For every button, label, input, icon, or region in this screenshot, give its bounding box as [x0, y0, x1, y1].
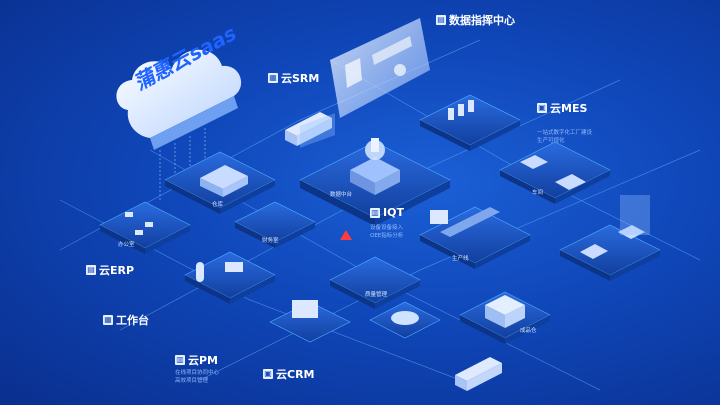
iqt-icon: ▥ — [370, 207, 380, 218]
platforms — [99, 94, 661, 344]
module-erp[interactable]: ▤云ERP — [86, 264, 135, 277]
module-srm[interactable]: ▦云SRM — [268, 72, 320, 85]
crm-icon: ▣ — [263, 369, 273, 379]
zone-production: 生产线 — [452, 256, 469, 262]
zone-factory: 车间 — [532, 190, 544, 196]
module-iqt[interactable]: ▥IQT 设备设备接入 OEE指标分析 — [370, 206, 404, 239]
pm-icon: ▥ — [175, 355, 185, 365]
platform-production — [419, 206, 531, 269]
mes-icon: ▣ — [537, 103, 547, 113]
zone-finance: 财务室 — [262, 238, 279, 244]
platform-quality — [329, 256, 421, 309]
srm-icon: ▦ — [268, 73, 278, 83]
module-crm[interactable]: ▣云CRM — [263, 368, 315, 381]
platform-finished — [459, 291, 551, 344]
truck-bottom — [455, 357, 502, 391]
glass-panel-b — [620, 195, 650, 235]
zone-warehouse: 仓库 — [212, 202, 224, 208]
zone-finished: 成品仓 — [520, 328, 537, 334]
zone-office: 办公室 — [118, 242, 135, 248]
platform-it-room — [419, 94, 521, 151]
platform-finance — [234, 201, 316, 248]
platform-crm — [269, 300, 351, 343]
data-center-icon: ▤ — [436, 15, 446, 25]
truck-top — [285, 112, 332, 146]
data-center-panel — [330, 18, 430, 118]
module-pm[interactable]: ▥云PM 在线项目协同中心 高效项目管理 — [175, 354, 220, 384]
platform-warehouse — [164, 151, 276, 214]
platform-data-hub — [299, 138, 451, 226]
platform-mes — [499, 141, 611, 204]
worktable-icon: ▦ — [103, 315, 113, 325]
module-mes[interactable]: ▣云MES 一站式数字化工厂建设 生产可视化 — [537, 102, 593, 144]
zone-data-platform: 数据中台 — [330, 192, 353, 198]
alert-icon — [340, 230, 352, 240]
module-data-center[interactable]: ▤数据指挥中心 — [436, 14, 515, 27]
zone-quality: 质量管理 — [365, 292, 388, 298]
erp-icon: ▤ — [86, 265, 96, 275]
platform-factory — [559, 224, 661, 281]
platform-meeting — [369, 301, 441, 339]
module-worktable[interactable]: ▦工作台 — [103, 314, 149, 327]
platform-office — [99, 201, 191, 254]
glass-panel-a — [300, 113, 335, 148]
platform-erp — [184, 251, 276, 304]
